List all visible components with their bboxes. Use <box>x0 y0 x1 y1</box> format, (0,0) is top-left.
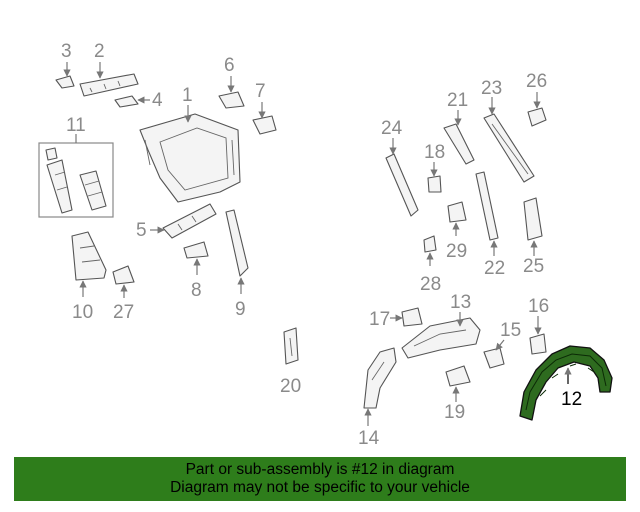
part-25[interactable]: 25 <box>523 197 544 277</box>
callout-22: 22 <box>484 258 505 279</box>
part-2[interactable]: 2 <box>79 41 139 97</box>
callout-12: 12 <box>561 389 582 410</box>
banner-line-1: Part or sub-assembly is #12 in diagram <box>185 461 455 478</box>
callout-4: 4 <box>152 90 163 111</box>
callout-19: 19 <box>444 402 465 423</box>
callout-10: 10 <box>72 302 93 323</box>
callout-1: 1 <box>182 85 193 106</box>
callout-16: 16 <box>528 296 549 317</box>
callout-2: 2 <box>94 41 105 62</box>
part-18[interactable]: 18 <box>424 142 445 193</box>
callout-6: 6 <box>224 55 235 76</box>
callout-23: 23 <box>481 78 502 99</box>
callout-20: 20 <box>280 376 301 397</box>
part-22[interactable]: 22 <box>475 171 505 279</box>
part-14[interactable]: 14 <box>358 347 397 449</box>
callout-8: 8 <box>191 280 202 301</box>
part-6[interactable]: 6 <box>218 55 245 109</box>
part-13[interactable]: 13 <box>401 292 481 359</box>
part-9[interactable]: 9 <box>225 209 249 320</box>
part-21[interactable]: 21 <box>443 90 475 165</box>
part-15[interactable]: 15 <box>483 320 521 369</box>
part-19[interactable]: 19 <box>444 365 471 423</box>
callout-3: 3 <box>61 41 72 62</box>
callout-7: 7 <box>255 81 266 102</box>
callout-26: 26 <box>526 71 547 92</box>
callout-25: 25 <box>523 256 544 277</box>
part-3[interactable]: 3 <box>55 41 75 89</box>
part-10[interactable]: 10 <box>71 231 107 323</box>
info-banner: Part or sub-assembly is #12 in diagram D… <box>14 457 626 501</box>
part-20[interactable]: 20 <box>280 327 301 397</box>
part-17[interactable]: 17 <box>369 307 423 330</box>
callout-17: 17 <box>369 309 390 330</box>
callout-27: 27 <box>113 302 134 323</box>
callout-29: 29 <box>446 241 467 262</box>
callout-13: 13 <box>450 292 471 313</box>
part-16[interactable]: 16 <box>528 296 549 355</box>
part-11[interactable]: 11 <box>38 115 114 218</box>
callout-18: 18 <box>424 142 445 163</box>
callout-5: 5 <box>136 220 147 241</box>
parts-diagram: 3 2 4 11 1 6 7 <box>38 41 613 449</box>
part-12-highlighted[interactable]: 12 <box>519 345 613 421</box>
callout-11: 11 <box>66 115 86 136</box>
part-1[interactable]: 1 <box>139 85 241 203</box>
callout-9: 9 <box>235 299 246 320</box>
part-5[interactable]: 5 <box>136 203 217 241</box>
callout-28: 28 <box>420 274 441 295</box>
part-4[interactable]: 4 <box>114 90 163 111</box>
callout-14: 14 <box>358 428 380 449</box>
callout-21: 21 <box>447 90 468 111</box>
callout-24: 24 <box>381 118 403 139</box>
part-26[interactable]: 26 <box>526 71 547 127</box>
banner-line-2: Diagram may not be specific to your vehi… <box>170 479 470 496</box>
part-24[interactable]: 24 <box>381 118 419 217</box>
callout-15: 15 <box>500 320 521 341</box>
part-27[interactable]: 27 <box>112 265 135 323</box>
part-23[interactable]: 23 <box>481 78 535 183</box>
part-28[interactable]: 28 <box>420 235 441 295</box>
part-8[interactable]: 8 <box>183 241 209 301</box>
part-29[interactable]: 29 <box>446 201 467 262</box>
part-7[interactable]: 7 <box>252 81 277 135</box>
